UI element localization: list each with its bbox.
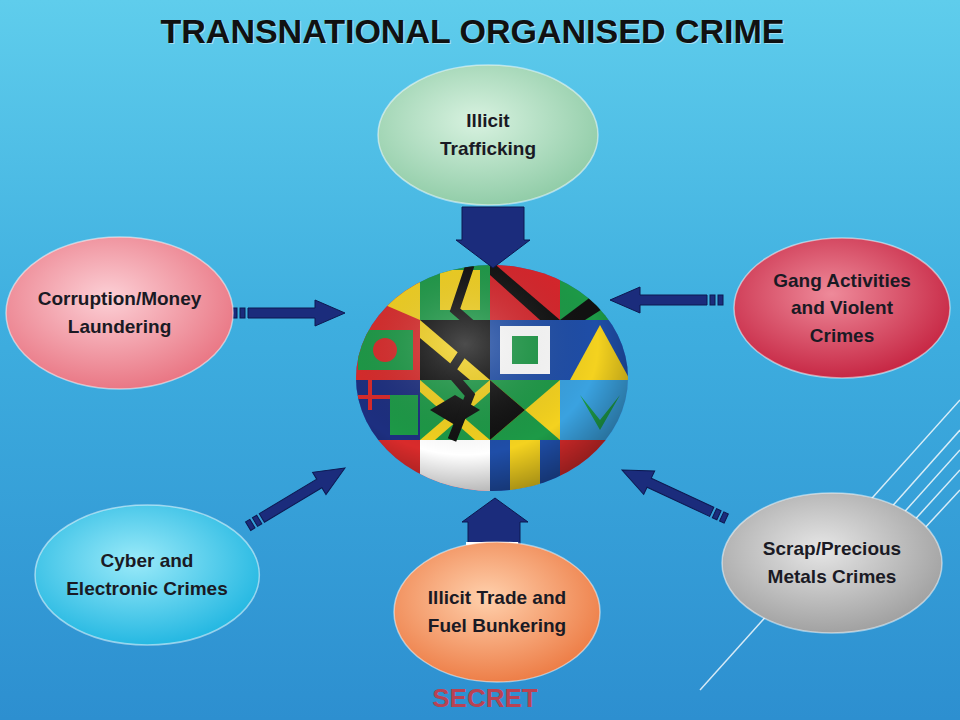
crime-ellipse: Scrap/Precious Metals Crimes <box>720 491 944 635</box>
arrow <box>610 287 723 313</box>
ellipse-shape <box>4 235 235 391</box>
arrow <box>617 458 732 530</box>
node-text: Illicit Trafficking <box>423 107 553 162</box>
watermark: SECRET <box>432 683 537 714</box>
diagram-title: TRANSNATIONAL ORGANISED CRIME <box>0 12 945 51</box>
ellipse-shape <box>376 63 600 207</box>
node-text: Gang Activities and Violent Crimes <box>762 267 922 350</box>
crime-ellipse: Gang Activities and Violent Crimes <box>732 236 952 380</box>
node-text: Scrap/Precious Metals Crimes <box>750 535 915 590</box>
ellipse-shape <box>392 540 602 684</box>
crime-ellipse: Cyber and Electronic Crimes <box>33 503 261 647</box>
arrow <box>456 207 530 268</box>
ellipse-shape <box>33 503 261 647</box>
ellipse-shape <box>720 491 944 635</box>
node-text: Cyber and Electronic Crimes <box>59 547 234 602</box>
node-text: Corruption/Money Laundering <box>30 285 210 340</box>
crime-ellipse: Corruption/Money Laundering <box>4 235 235 391</box>
arrow <box>232 300 345 326</box>
arrow-group <box>232 207 732 550</box>
node-text: Illicit Trade and Fuel Bunkering <box>410 584 585 639</box>
flag-globe <box>350 260 640 500</box>
arrow <box>241 457 351 537</box>
crime-ellipse: Illicit Trafficking <box>376 63 600 207</box>
crime-ellipse: Illicit Trade and Fuel Bunkering <box>392 540 602 684</box>
deco-lines <box>700 400 960 690</box>
